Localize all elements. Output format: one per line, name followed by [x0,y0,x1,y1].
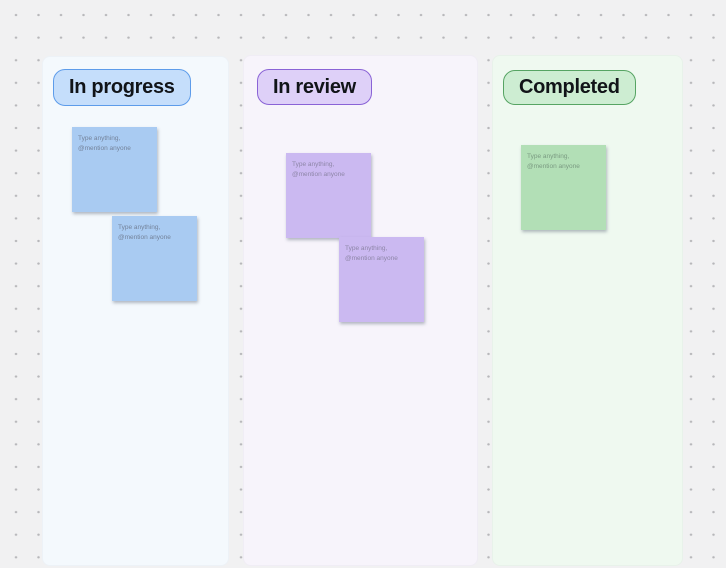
sticky-note-in-review-2[interactable]: Type anything, @mention anyone [339,237,424,322]
sticky-note-in-progress-1[interactable]: Type anything, @mention anyone [72,127,157,212]
sticky-note-in-review-1[interactable]: Type anything, @mention anyone [286,153,371,238]
sticky-note-placeholder-text: Type anything, @mention anyone [78,135,131,152]
sticky-note-placeholder-text: Type anything, @mention anyone [118,224,171,241]
sticky-note-placeholder-text: Type anything, @mention anyone [527,153,580,170]
column-completed[interactable]: Completed [492,55,683,566]
sticky-note-completed-1[interactable]: Type anything, @mention anyone [521,145,606,230]
sticky-note-placeholder-text: Type anything, @mention anyone [345,245,398,262]
column-header-in-progress[interactable]: In progress [53,69,191,106]
column-header-completed[interactable]: Completed [503,70,636,105]
column-header-in-review[interactable]: In review [257,69,372,105]
sticky-note-in-progress-2[interactable]: Type anything, @mention anyone [112,216,197,301]
sticky-note-placeholder-text: Type anything, @mention anyone [292,161,345,178]
